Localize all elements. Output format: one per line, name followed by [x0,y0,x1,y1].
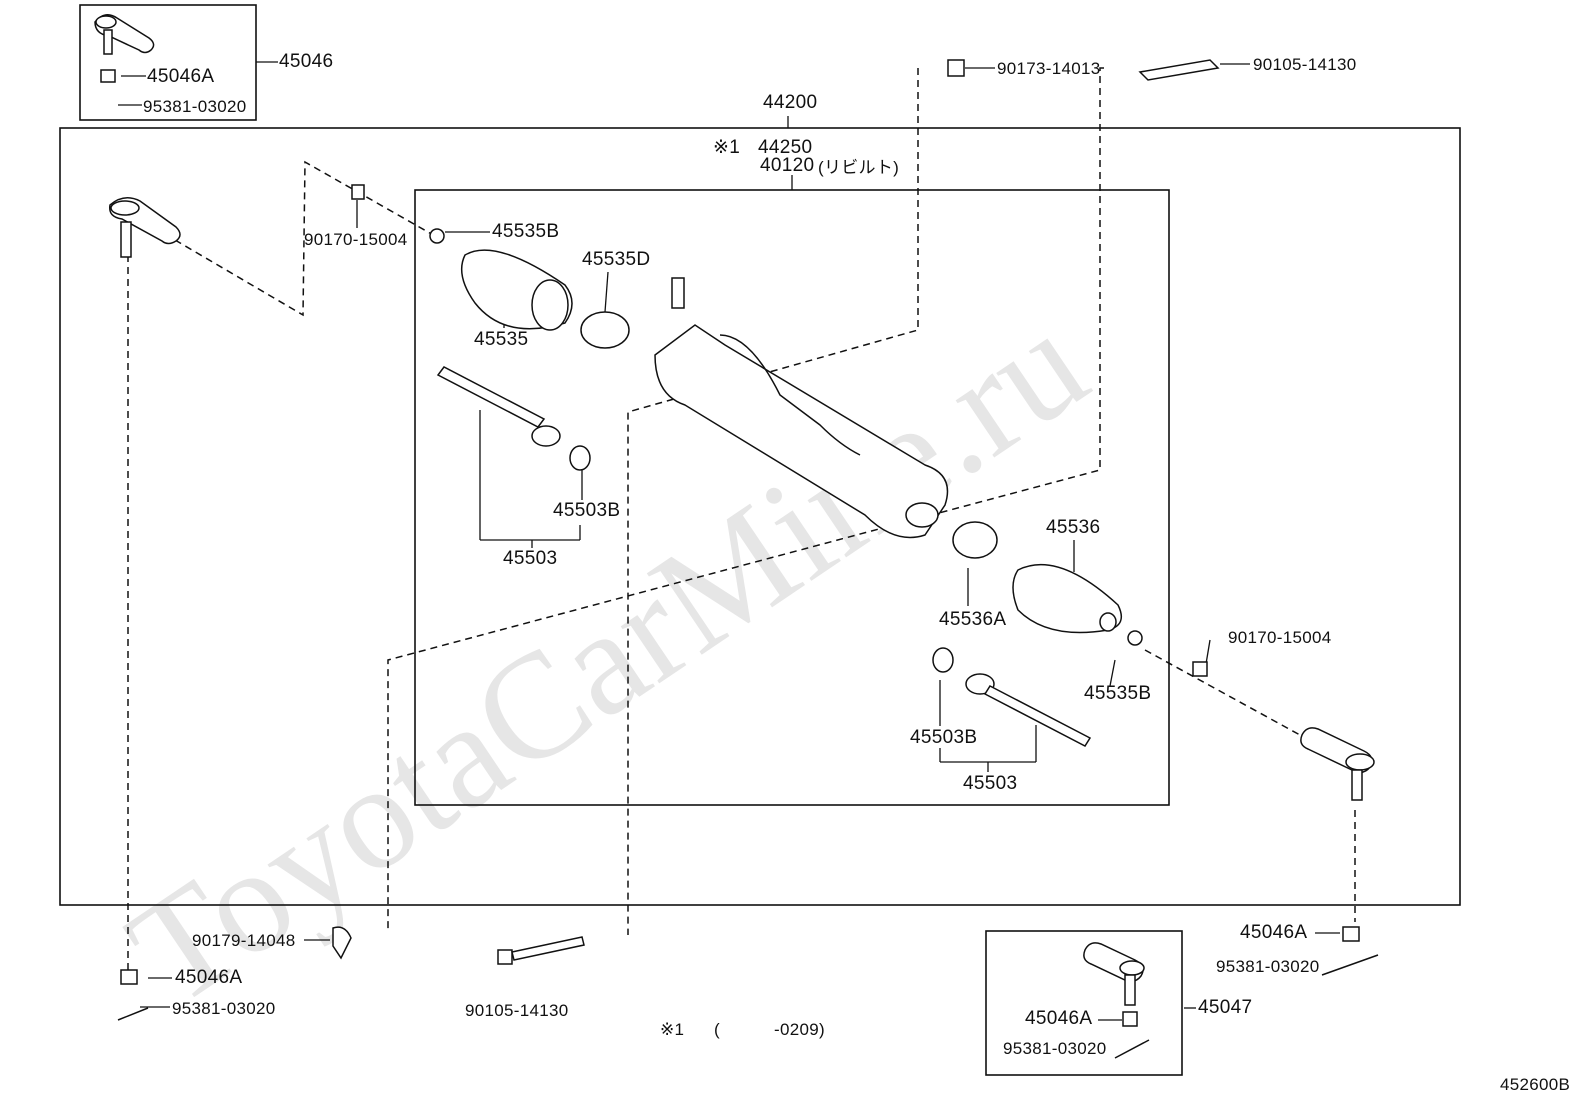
tie-rod-end-left-icon [109,197,181,258]
clamp-icon [1127,630,1143,646]
label-45536a: 45536A [939,609,1007,630]
steering-rack-icon [654,277,949,539]
footnote-range: -0209) [774,1020,825,1039]
bolt-head-icon [497,949,513,965]
label-45503-right: 45503 [963,773,1018,794]
label-45535b-left: 45535B [492,221,560,242]
label-45535b-right: 45535B [1084,683,1152,704]
label-40120: 40120 [760,155,815,176]
tie-rod-end-box-right [985,930,1183,1076]
label-90105-bottom: 90105-14130 [465,1001,569,1020]
label-95381-right: 95381-03020 [1216,957,1320,976]
cotter-pin-icon [1321,954,1379,976]
diagram-code: 452600B [1500,1075,1571,1094]
label-90105-top: 90105-14130 [1253,55,1357,74]
label-45046a-box: 45046A [1025,1008,1093,1029]
label-45503-left: 45503 [503,548,558,569]
nut-icon [351,184,365,200]
bracket-icon [332,926,352,960]
nut-icon [120,969,138,985]
nut-icon [947,59,965,77]
label-45046a-left: 45046A [175,967,243,988]
nut-icon [1342,926,1360,942]
label-44200: 44200 [763,92,818,113]
label-45046: 45046 [279,51,334,72]
label-90170-right: 90170-15004 [1228,628,1332,647]
cotter-pin-icon [1114,1039,1150,1059]
nut-icon [1122,1011,1138,1027]
tie-rod-end-right-icon [1300,727,1375,801]
label-sub-mark: ※1 [713,137,741,158]
nut-icon [100,69,116,83]
label-rebuilt-note: (リビルト) [818,158,900,177]
nut-icon [1192,661,1208,677]
label-45535: 45535 [474,329,529,350]
footnote-mark: ※1 [660,1020,685,1039]
boot-left-icon [460,249,573,331]
boot-right-icon [1012,563,1123,634]
label-45047: 45047 [1198,997,1253,1018]
clamp-band-icon [580,311,630,349]
clamp-band-icon [952,521,998,559]
label-45046a-top: 45046A [147,66,215,87]
part-drawings [94,14,1379,1059]
label-45536: 45536 [1046,517,1101,538]
tie-rod-end-box-icon [1083,942,1145,1006]
label-95381-top: 95381-03020 [143,97,247,116]
label-45535d: 45535D [582,249,651,270]
label-45503b-left: 45503B [553,500,621,521]
clamp-icon [429,228,445,244]
bolt-icon [511,936,585,961]
tie-rod-end-icon [94,14,155,55]
assembly-frame [59,127,1461,906]
label-90170-left: 90170-15004 [304,230,408,249]
inner-tie-rod-icon [983,685,1092,747]
washer-icon [932,647,954,673]
solid-leaders [118,61,1340,1021]
dashed-leaders [127,67,1356,970]
label-45046a-right: 45046A [1240,922,1308,943]
label-90179: 90179-14048 [192,931,296,950]
inner-tie-rod-icon [436,366,546,428]
label-95381-box: 95381-03020 [1003,1039,1107,1058]
label-45503b-right: 45503B [910,727,978,748]
label-44250: 44250 [758,137,813,158]
bolt-icon [1138,59,1220,81]
cotter-pin-icon [117,1007,149,1021]
label-95381-left: 95381-03020 [172,999,276,1018]
label-90173: 90173-14013 [997,59,1101,78]
washer-icon [569,445,591,471]
footnote-open: ( [714,1020,720,1039]
